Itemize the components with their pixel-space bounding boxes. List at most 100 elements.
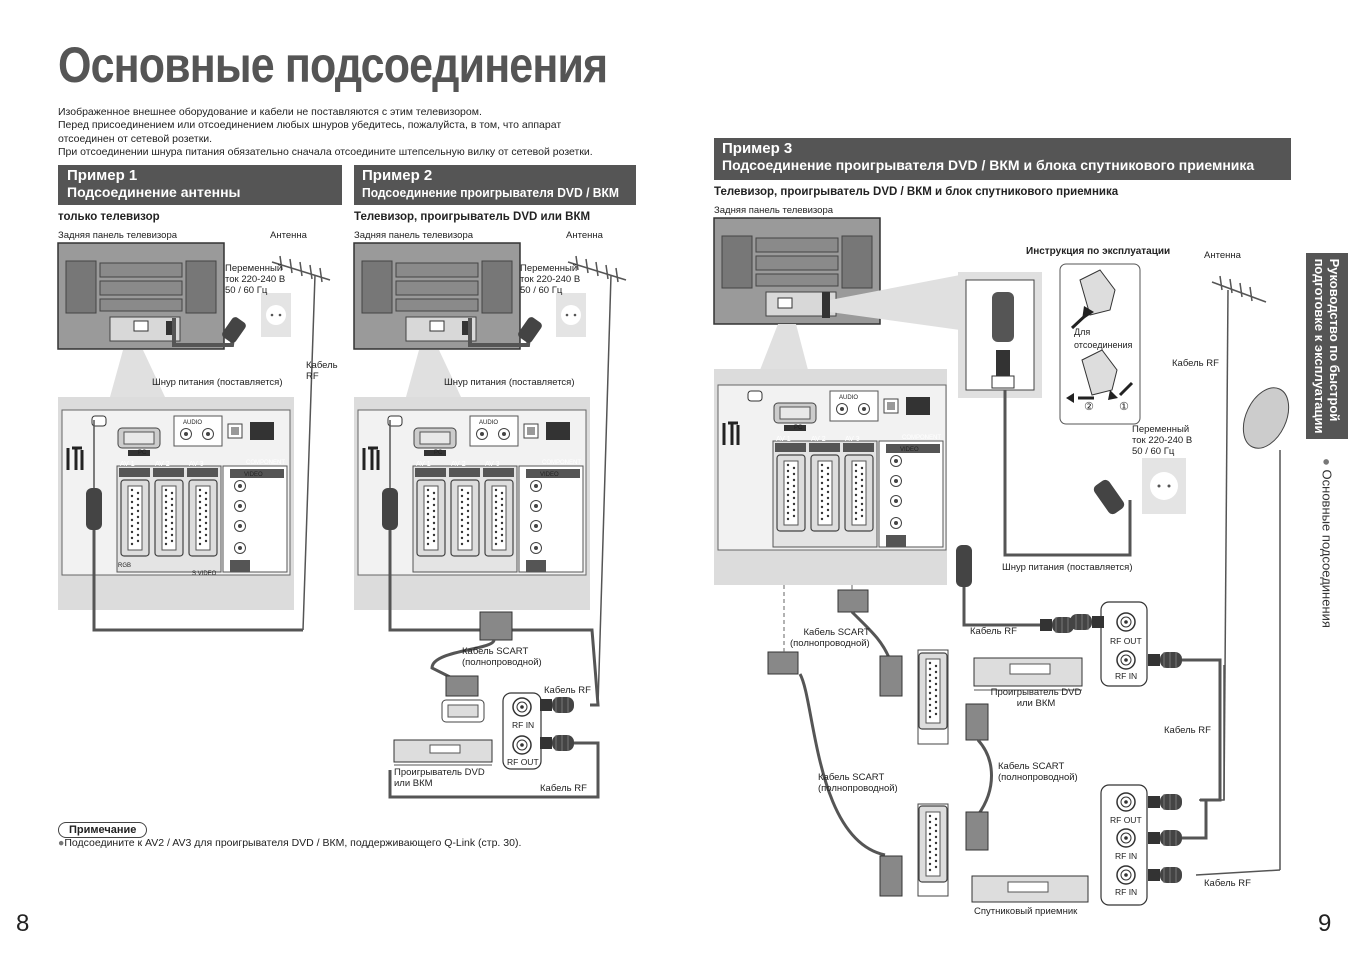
ex3-ac-line: Переменный: [1132, 424, 1190, 435]
ex3-rfout2-label: RF OUT: [1110, 815, 1142, 825]
intro-text: Изображенное внешнее оборудование и кабе…: [58, 106, 658, 159]
ex3-port-av3: AV 3: [845, 436, 860, 443]
ex1-rf-line: RF: [306, 371, 319, 382]
ex1-ac-label: Переменный ток 220-240 В 50 / 60 Гц: [225, 263, 285, 296]
ex1-port-component: COMPONENT: [246, 460, 285, 466]
ex3-scart3-line: (полнопроводной): [818, 783, 898, 794]
ex3-port-pc: PC: [794, 425, 803, 431]
ex2-rear-label: Задняя панель телевизора: [354, 230, 474, 241]
ex3-scart3-line: Кабель SCART: [818, 772, 885, 783]
note-text: ●Подсоедините к AV2 / AV3 для проигрыват…: [58, 838, 521, 849]
ex1-rf-line: Кабель: [306, 360, 338, 371]
ex3-rear-label: Задняя панель телевизора: [714, 205, 834, 216]
ex1-ac-line: Переменный: [225, 263, 283, 274]
page-title: Основные подсоединения: [58, 37, 608, 93]
ex2-rf1-label: Кабель RF: [544, 685, 591, 696]
side-section-text: Основные подсоединения: [1319, 469, 1335, 628]
ex3-rfin2-label: RF IN: [1115, 851, 1138, 861]
ex3-port-av2: AV 2: [811, 436, 826, 443]
ex2-power-label: Шнур питания (поставляется): [444, 377, 575, 388]
example3-title: Подсоединение проигрывателя DVD / ВКМ и …: [722, 157, 1255, 173]
ex2-rfin-label: RF IN: [512, 720, 535, 730]
example2-subtitle: Телевизор, проигрыватель DVD или ВКМ: [354, 211, 591, 223]
ex2-rf2-label: Кабель RF: [540, 783, 587, 794]
ex3-dvd-line: Проигрыватель DVD: [990, 687, 1082, 698]
ex1-antenna-label: Антенна: [270, 230, 307, 241]
ex2-port-av2: AV 2: [451, 461, 466, 468]
ex3-manual-label: Инструкция по эксплуатации: [1026, 246, 1171, 257]
ex3-scart2-line: Кабель SCART: [998, 761, 1065, 772]
ex3-port-component: COMPONENT: [902, 435, 941, 441]
ex3-port-av1: AV 1: [776, 436, 791, 443]
ex2-scart-line: (полнопроводной): [462, 657, 542, 668]
example1-header: Пример 1 Подсоединение антенны: [58, 165, 342, 205]
ex3-scart1-line: Кабель SCART: [803, 627, 870, 638]
side-tab: Руководство по быстрой подготовке к эксп…: [1306, 253, 1348, 439]
example1-subtitle: только телевизор: [58, 211, 160, 223]
ex3-scart2-label: Кабель SCART (полнопроводной): [998, 761, 1078, 783]
ex3-port-video: VIDEO: [900, 447, 919, 453]
ex3-antenna-label: Антенна: [1204, 250, 1241, 261]
ex3-dvd-line: или ВКМ: [1016, 698, 1056, 709]
side-tab-line: подготовке к эксплуатации: [1312, 258, 1327, 434]
ex2-scart-label: Кабель SCART (полнопроводной): [462, 646, 542, 668]
ex3-circle2: ②: [1084, 401, 1094, 413]
ex2-antenna-label: Антенна: [566, 230, 603, 241]
bullet-icon: ●: [58, 837, 65, 849]
ex1-port-audio: AUDIO: [183, 420, 203, 426]
ex3-port-audio: AUDIO: [839, 395, 859, 401]
ex3-detach-line: отсоединения: [1074, 340, 1133, 350]
ex1-rf-label: Кабель RF: [306, 360, 338, 382]
ex3-circle1: ①: [1119, 401, 1129, 413]
example2-number: Пример 2: [362, 167, 433, 184]
ex3-sat-label: Спутниковый приемник: [974, 906, 1078, 917]
ex1-rear-label: Задняя панель телевизора: [58, 230, 178, 241]
ex3-detach-line: Для: [1074, 327, 1091, 337]
page-number-left: 8: [16, 910, 30, 937]
ex3-rf-mid-label: Кабель RF: [1164, 725, 1211, 736]
ex3-rfin3-label: RF IN: [1115, 887, 1138, 897]
ex3-ac-line: ток 220-240 В: [1132, 435, 1193, 446]
page-number-right: 9: [1318, 910, 1332, 937]
ex3-rf-tv-label: Кабель RF: [970, 626, 1017, 637]
ex1-ac-line: 50 / 60 Гц: [225, 285, 268, 296]
ex3-scart3-label: Кабель SCART (полнопроводной): [818, 772, 898, 794]
ex3-ac-label: Переменный ток 220-240 В 50 / 60 Гц: [1132, 424, 1192, 457]
example1-number: Пример 1: [67, 167, 138, 184]
example1-title: Подсоединение антенны: [67, 184, 241, 200]
example2-title: Подсоединение проигрывателя DVD / ВКМ: [362, 185, 619, 200]
ex3-ac-line: 50 / 60 Гц: [1132, 446, 1175, 457]
ex2-ac-line: ток 220-240 В: [520, 274, 581, 285]
note-text-content: Подсоедините к AV2 / AV3 для проигрывате…: [64, 837, 522, 849]
intro-line: Перед присоединением или отсоединением л…: [58, 119, 562, 132]
ex2-ac-label: Переменный ток 220-240 В 50 / 60 Гц: [520, 263, 580, 296]
ex2-port-audio: AUDIO: [479, 420, 499, 426]
ex3-scart1-label: Кабель SCART (полнопроводной): [790, 627, 870, 649]
ex3-rf-top-label: Кабель RF: [1172, 358, 1219, 369]
ex3-scart1-line: (полнопроводной): [790, 638, 870, 649]
ex1-port-rgb: RGB: [118, 563, 132, 569]
intro-line: Изображенное внешнее оборудование и кабе…: [58, 106, 482, 118]
ex2-device-label: Проигрыватель DVD или ВКМ: [394, 767, 485, 789]
bullet-icon: ●: [1319, 458, 1335, 470]
ex1-port-pc: PC: [138, 450, 147, 456]
ex1-power-label: Шнур питания (поставляется): [152, 377, 283, 388]
ex3-detach-label: Для отсоединения: [1064, 326, 1132, 352]
ex3-power-label: Шнур питания (поставляется): [1002, 562, 1133, 573]
ex2-device-line: или ВКМ: [394, 778, 433, 789]
side-tab-line: Руководство по быстрой: [1327, 258, 1342, 422]
side-section-label: ● Основные подсоединения: [1314, 445, 1340, 645]
ex2-scart-line: Кабель SCART: [462, 646, 529, 657]
ex2-device-line: Проигрыватель DVD: [394, 767, 485, 778]
example3-subtitle: Телевизор, проигрыватель DVD / ВКМ и бло…: [714, 186, 1119, 198]
ex3-rfin-label: RF IN: [1115, 671, 1138, 681]
example2-header: Пример 2 Подсоединение проигрывателя DVD…: [354, 165, 636, 205]
ex2-port-component: COMPONENT: [542, 460, 581, 466]
intro-line: отсоединен от сетевой розетки.: [58, 132, 213, 145]
ex1-port-av2: AV 2: [155, 461, 170, 468]
ex2-port-av1: AV 1: [416, 461, 431, 468]
ex2-port-video: VIDEO: [540, 472, 559, 478]
ex1-port-av3: AV 3: [189, 461, 204, 468]
example3-header: Пример 3 Подсоединение проигрывателя DVD…: [714, 138, 1291, 180]
ex3-rf-bottom-label: Кабель RF: [1204, 878, 1251, 889]
